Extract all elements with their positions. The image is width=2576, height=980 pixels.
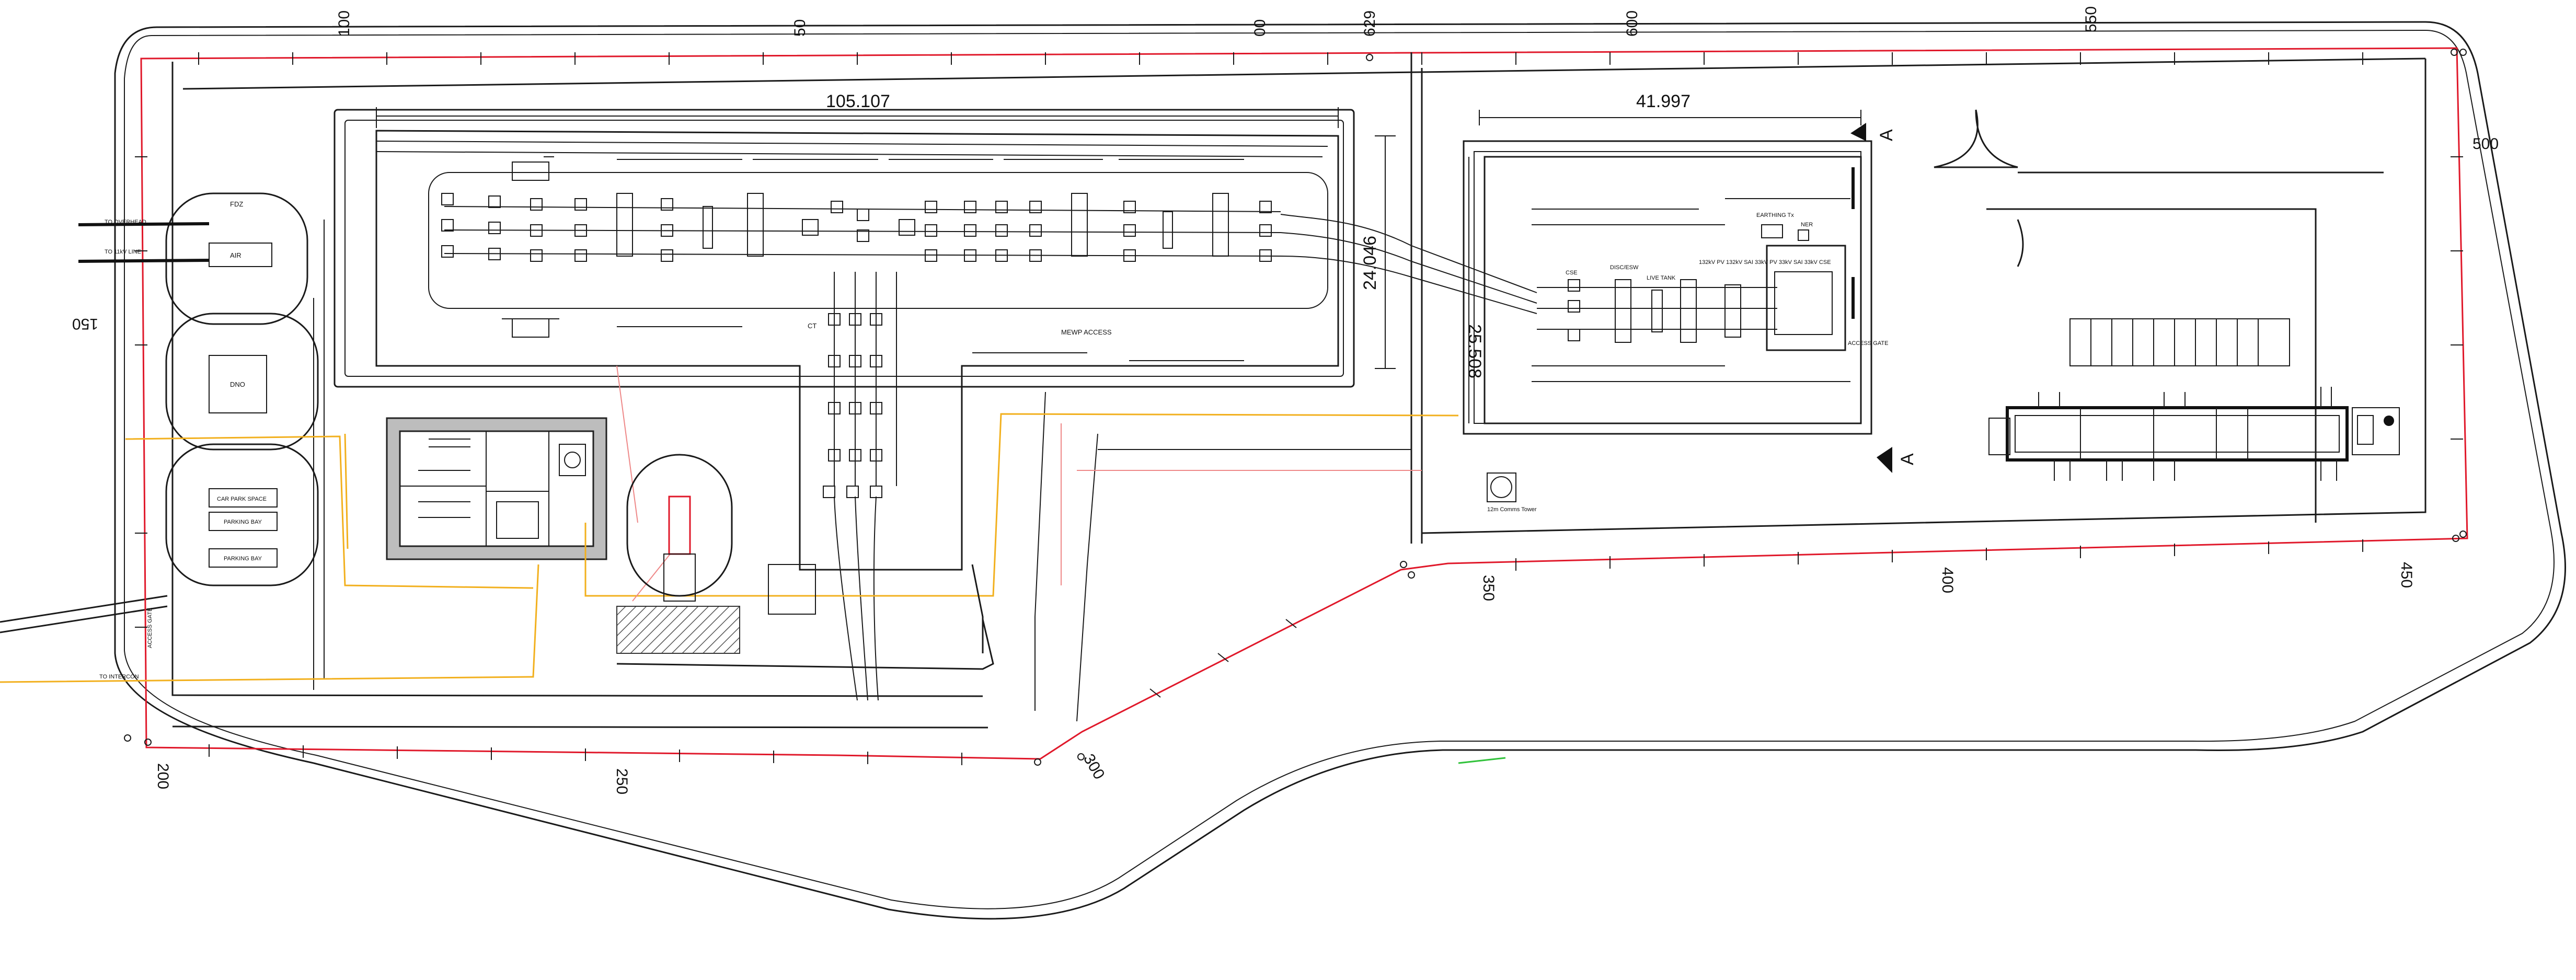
mewp-access-label: MEWP ACCESS (1061, 328, 1112, 336)
chainage-top-629: 629 (1361, 10, 1378, 37)
chainage-left-150: 150 (72, 315, 98, 332)
access-gate-left-label: ACCESS GATE (147, 608, 153, 648)
chainage-top-50: 50 (791, 19, 809, 37)
boundary-nodes (124, 49, 2467, 766)
lv-cable-routes (0, 365, 1459, 683)
switchgear-bay-row (441, 193, 1272, 262)
transformer-pad (616, 454, 816, 654)
dno-area: FDZ AIR TO OVERHEAD TO 11kV LINE DNO CAR… (78, 192, 319, 680)
access-gate-right-label: ACCESS GATE (1848, 340, 1888, 347)
left-compound: 105.107 24.046 (334, 91, 1537, 701)
dno-label: DNO (230, 381, 245, 388)
chainage-right-500: 500 (2472, 135, 2499, 153)
ner-label: NER (1801, 222, 1813, 228)
boundary-ticks (135, 52, 2463, 765)
ct-label: CT (808, 322, 816, 330)
right-width-dimension: 41.997 25.508 (1465, 91, 1861, 423)
live-tank-label: LIVE TANK (1647, 275, 1676, 281)
outer-road (0, 21, 2566, 920)
fdz-label: FDZ (230, 200, 243, 208)
left-compound-depth: 24.046 (1360, 236, 1380, 290)
comms-tower-label: 12m Comms Tower (1487, 506, 1537, 513)
to-11kv-label: TO 11kV LINE (105, 249, 141, 255)
chainage-450: 450 (2398, 562, 2415, 588)
section-marker-a-top: A (1877, 129, 1896, 141)
chainage-400: 400 (1939, 567, 1956, 593)
control-building (386, 417, 607, 560)
chainage-top-00: 00 (1251, 19, 1269, 37)
section-marker-a-bottom: A (1898, 453, 1917, 465)
to-intercon-label: TO INTERCON (99, 674, 139, 680)
disc-esw-label: DISC/ESW (1610, 264, 1639, 271)
chainage-labels: 100 50 00 629 600 550 500 350 400 450 20… (72, 6, 2499, 794)
right-compound: 41.997 25.508 EARTHING Tx NER CSE DISC/E… (1463, 91, 1917, 513)
chainage-250: 250 (613, 768, 630, 794)
chainage-350: 350 (1480, 575, 1497, 601)
chainage-top-550: 550 (2083, 6, 2100, 32)
service-building (1988, 387, 2400, 481)
parking-bay-2-label: PARKING BAY (224, 556, 262, 562)
right-compound-width: 41.997 (1636, 91, 1690, 111)
chainage-top-100: 100 (336, 10, 353, 37)
feeder-bay-column (823, 272, 897, 701)
internal-roads (171, 52, 2426, 729)
chainage-top-600: 600 (1624, 10, 1641, 37)
car-park-space-label: CAR PARK SPACE (217, 496, 267, 502)
chainage-200: 200 (154, 763, 171, 789)
red-boundary (135, 47, 2468, 765)
cse-label: CSE (1566, 270, 1578, 276)
right-compound-depth: 25.508 (1465, 324, 1485, 378)
air-label: AIR (230, 251, 242, 259)
transformer-rating-label: 132kV PV 132kV SAI 33kV PV 33kV SAI 33kV… (1699, 259, 1831, 266)
parking-bay-1-label: PARKING BAY (224, 519, 262, 525)
left-width-dimension: 105.107 24.046 (376, 91, 1396, 369)
earthing-tx-label: EARTHING Tx (1756, 212, 1794, 218)
left-compound-width: 105.107 (826, 91, 890, 111)
to-overhead-label: TO OVERHEAD (105, 219, 146, 225)
